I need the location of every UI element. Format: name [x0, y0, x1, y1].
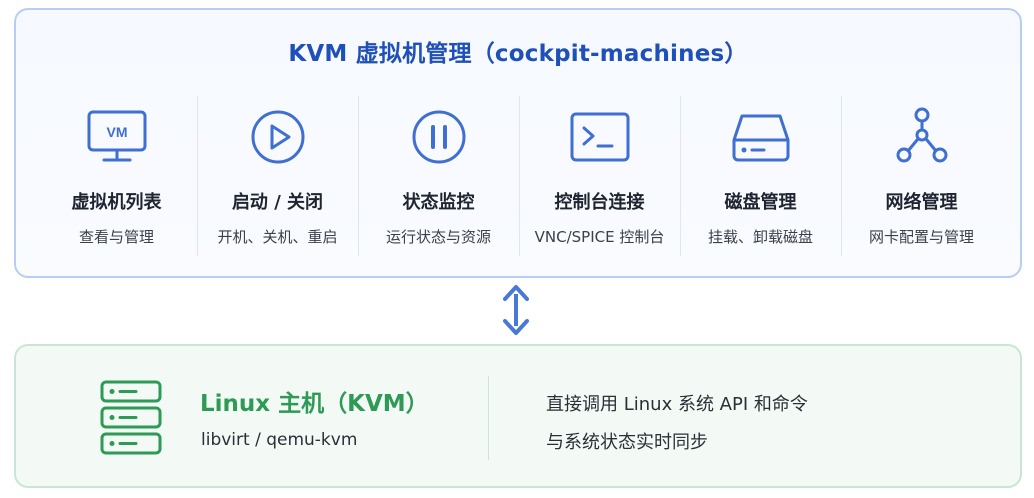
kvm-management-panel: KVM 虚拟机管理（cockpit-machines） VM 虚拟机列表 查看与… [14, 8, 1022, 278]
panel-title: KVM 虚拟机管理（cockpit-machines） [288, 41, 748, 67]
feature-title: 网络管理 [885, 192, 958, 213]
terminal-icon [570, 112, 629, 162]
bidirectional-arrow-icon [503, 285, 529, 335]
vm-monitor-icon: VM [87, 110, 146, 162]
server-icon [100, 380, 162, 455]
feature-title: 虚拟机列表 [71, 192, 162, 213]
feature-list: VM 虚拟机列表 查看与管理 启动 / 关闭 开机、关机、重启 状态监控 运行状… [36, 96, 1002, 260]
feature-title: 控制台连接 [554, 192, 645, 213]
feature-console[interactable]: 控制台连接 VNC/SPICE 控制台 [519, 96, 680, 260]
vm-icon-label: VM [106, 124, 127, 140]
feature-desc: 挂载、卸载磁盘 [707, 228, 813, 246]
host-subtitle: libvirt / qemu-kvm [201, 430, 358, 450]
divider [488, 376, 489, 460]
feature-status-monitor[interactable]: 状态监控 运行状态与资源 [358, 96, 519, 260]
feature-title: 磁盘管理 [724, 192, 797, 213]
feature-desc: 运行状态与资源 [385, 228, 491, 246]
host-title: Linux 主机（KVM） [200, 391, 429, 417]
feature-desc: 开机、关机、重启 [217, 228, 338, 246]
feature-desc: 查看与管理 [78, 228, 154, 246]
feature-title: 启动 / 关闭 [231, 192, 324, 213]
host-description-line2: 与系统状态实时同步 [546, 432, 708, 453]
play-icon [251, 110, 304, 164]
linux-host-panel: Linux 主机（KVM） libvirt / qemu-kvm 直接调用 Li… [14, 344, 1022, 488]
pause-icon [412, 110, 465, 164]
network-icon [896, 107, 947, 163]
feature-network[interactable]: 网络管理 网卡配置与管理 [841, 96, 1002, 260]
disk-icon [732, 114, 789, 162]
feature-title: 状态监控 [402, 192, 475, 213]
feature-desc: 网卡配置与管理 [868, 228, 974, 246]
feature-desc: VNC/SPICE 控制台 [534, 228, 665, 246]
feature-start-stop[interactable]: 启动 / 关闭 开机、关机、重启 [197, 96, 358, 260]
feature-vm-list[interactable]: VM 虚拟机列表 查看与管理 [36, 96, 197, 260]
feature-disk[interactable]: 磁盘管理 挂载、卸载磁盘 [680, 96, 841, 260]
host-description-line1: 直接调用 Linux 系统 API 和命令 [546, 394, 808, 415]
